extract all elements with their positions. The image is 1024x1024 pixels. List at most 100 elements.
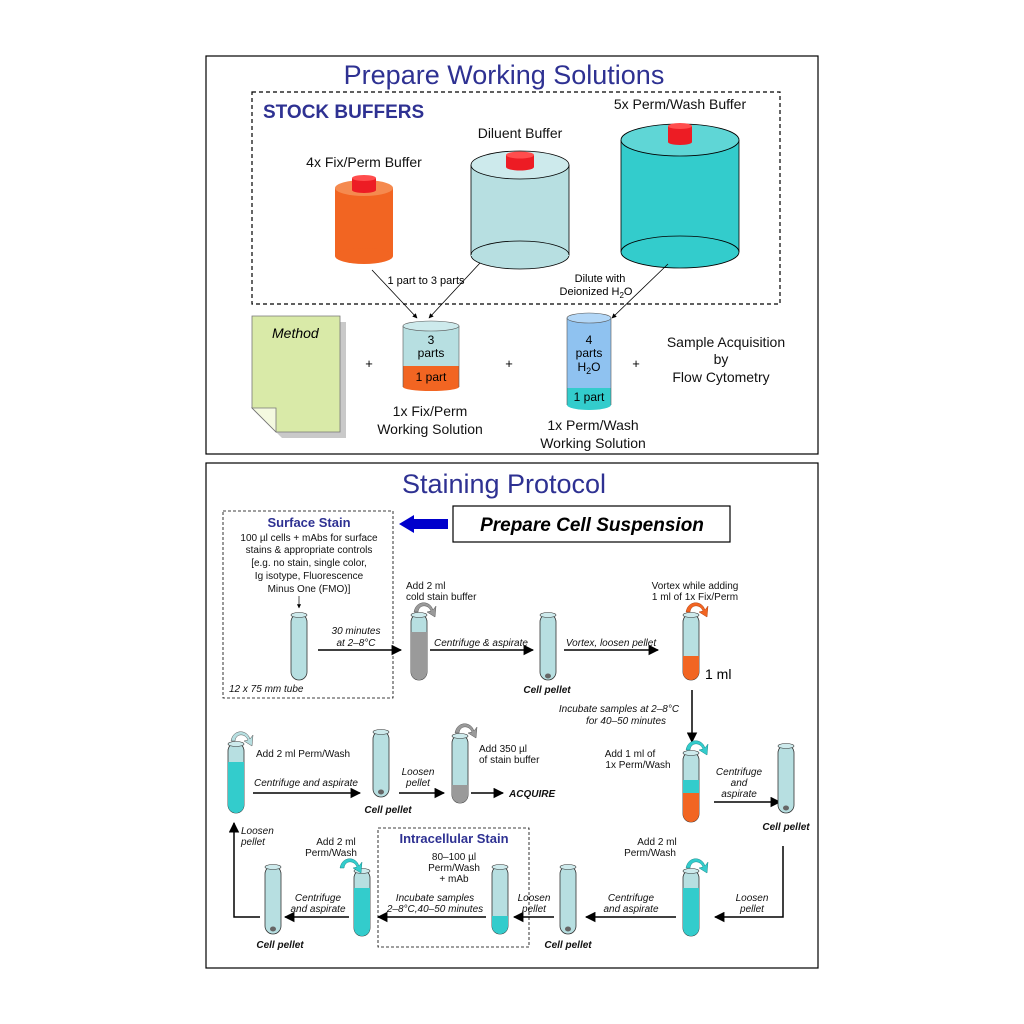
vortex-add-line2: 1 ml of 1x Fix/Perm (652, 592, 738, 603)
centrifuge-top-label: Centrifuge and aspirate (254, 778, 358, 789)
add1ml-line2: 1x Perm/Wash (605, 760, 670, 771)
stock-buffers-box (251, 91, 781, 305)
t30-line2: at 2–8°C (336, 638, 376, 649)
surface-line-2: stains & appropriate controls (246, 545, 373, 556)
staining-protocol-panel (205, 462, 819, 969)
centrifuge-b-line1: Centrifuge (608, 893, 655, 904)
one-ml-label: 1 ml (705, 666, 731, 682)
surface-line-1: 100 µl cells + mAbs for surface (240, 533, 378, 544)
loosen-t-line2: pellet (405, 778, 431, 789)
perm-tube-top-number: 4 (586, 333, 593, 347)
loosen-t-line1: Loosen (402, 767, 435, 778)
perm-tube-bottom-part: 1 part (574, 390, 605, 404)
permwash-to-tube-arrow (611, 263, 669, 319)
acquisition-line1: Sample Acquisition (667, 334, 785, 350)
tube-permwash-add-icon (682, 740, 709, 823)
add2cold-line2: cold stain buffer (406, 592, 477, 603)
diluent-bottle-icon (470, 150, 570, 270)
intracellular-stain-box (377, 827, 530, 948)
loosen-l-line2: pellet (240, 837, 266, 848)
incub-ic-line2: 2–8°C,40–50 minutes (386, 904, 483, 915)
cell-pellet-label-1: Cell pellet (523, 685, 571, 696)
method-document-icon (251, 315, 346, 438)
centrifuge-r-line1: Centrifuge (716, 767, 763, 778)
diluent-buffer-label: Diluent Buffer (478, 125, 563, 141)
acquisition-line2: by (714, 351, 729, 367)
perm-tube-water: H2O (577, 360, 600, 376)
loosen-l-line1: Loosen (241, 826, 274, 837)
perm-tube-top-parts: parts (576, 346, 603, 360)
cell-pellet-label-bottom: Cell pellet (544, 940, 592, 951)
add350-line1: Add 350 µl (479, 744, 527, 755)
fixperm-to-tube-arrow (371, 269, 418, 319)
add2perm-top-label: Add 2 ml Perm/Wash (256, 749, 350, 760)
centrifuge-aspirate-1: Centrifuge & aspirate (434, 638, 528, 649)
centrifuge-b-line2: and aspirate (603, 904, 658, 915)
tube-cell-pellet-right-icon (777, 743, 795, 814)
acquire-label: ACQUIRE (508, 789, 555, 800)
fix-working-solution-line1: 1x Fix/Perm (393, 403, 468, 419)
surface-stain-title: Surface Stain (267, 515, 350, 530)
tube-cold-buffer-icon (410, 602, 437, 681)
ic-line1: 80–100 µl (432, 852, 476, 863)
surface-line-3: [e.g. no stain, single color, (251, 558, 367, 569)
add2perm-l-line1: Add 2 ml (316, 837, 355, 848)
cell-pellet-label-right: Cell pellet (762, 822, 810, 833)
centrifuge-l-line1: Centrifuge (295, 893, 342, 904)
tube-surface-stain-icon (290, 612, 308, 681)
fixperm-bottle-icon (335, 175, 393, 264)
section1-title: Prepare Working Solutions (344, 60, 665, 90)
permwash-working-tube-icon (566, 312, 612, 410)
ic-line2: Perm/Wash (428, 863, 480, 874)
method-label: Method (272, 325, 320, 341)
surface-line-5: Minus One (FMO)] (268, 584, 351, 595)
acquisition-line3: Flow Cytometry (672, 369, 769, 385)
surface-line-4: Ig isotype, Fluorescence (255, 571, 364, 582)
incub-ic-line1: Incubate samples (396, 893, 474, 904)
add2perm-r-line1: Add 2 ml (637, 837, 676, 848)
fixperm-working-tube-icon (402, 320, 460, 391)
perm-working-solution-line1: 1x Perm/Wash (547, 417, 638, 433)
perm-working-solution-line2: Working Solution (540, 435, 646, 451)
centrifuge-r-line2: and (731, 778, 748, 789)
cell-pellet-label-top: Cell pellet (364, 805, 412, 816)
loosen-r-line1: Loosen (736, 893, 769, 904)
add2perm-l-line2: Perm/Wash (305, 848, 357, 859)
fix-tube-top-number: 3 (428, 333, 435, 347)
stock-buffers-title: STOCK BUFFERS (263, 102, 424, 123)
incubate-line2: for 40–50 minutes (586, 716, 666, 727)
diluent-to-tube-arrow (428, 262, 481, 319)
centrifuge-r-line3: aspirate (721, 789, 757, 800)
arrow-loosen-right (713, 846, 784, 923)
ic-line3: + mAb (439, 874, 469, 885)
centrifuge-l-line2: and aspirate (290, 904, 345, 915)
tube-size-label: 12 x 75 mm tube (229, 684, 304, 695)
t30-line1: 30 minutes (332, 626, 381, 637)
fix-tube-bottom-part: 1 part (416, 370, 447, 384)
tube-cell-pellet-1-icon (539, 612, 557, 681)
add2perm-r-line2: Perm/Wash (624, 848, 676, 859)
tube-cell-pellet-left-icon (264, 864, 282, 935)
dilute-with-label: Dilute with (575, 273, 626, 285)
tube-fixperm-icon (682, 602, 709, 681)
tube-cell-pellet-bottom-icon (559, 864, 577, 935)
cell-pellet-label-left: Cell pellet (256, 940, 304, 951)
deionized-water-label: Deionized H2O (560, 286, 633, 300)
permwash-bottle-icon (620, 123, 740, 269)
tube-stain-buffer-icon (451, 723, 478, 804)
loosen-b-line1: Loosen (518, 893, 551, 904)
plus-3: + (632, 356, 640, 371)
intracellular-title: Intracellular Stain (399, 831, 508, 846)
prepare-cell-suspension-label: Prepare Cell Suspension (480, 515, 704, 536)
tube-cell-pellet-top-icon (372, 729, 390, 798)
surface-stain-box (222, 510, 394, 699)
loosen-b-line2: pellet (521, 904, 547, 915)
arrow-loosen-up (228, 821, 260, 918)
prepare-cell-suspension-box (452, 505, 731, 543)
tube-add2perm-right-icon (682, 858, 709, 937)
tube-intracellular-icon (491, 864, 509, 935)
blue-arrow-icon (399, 515, 448, 533)
one-part-to-three-label: 1 part to 3 parts (387, 275, 465, 287)
permwash-buffer-label: 5x Perm/Wash Buffer (614, 96, 747, 112)
